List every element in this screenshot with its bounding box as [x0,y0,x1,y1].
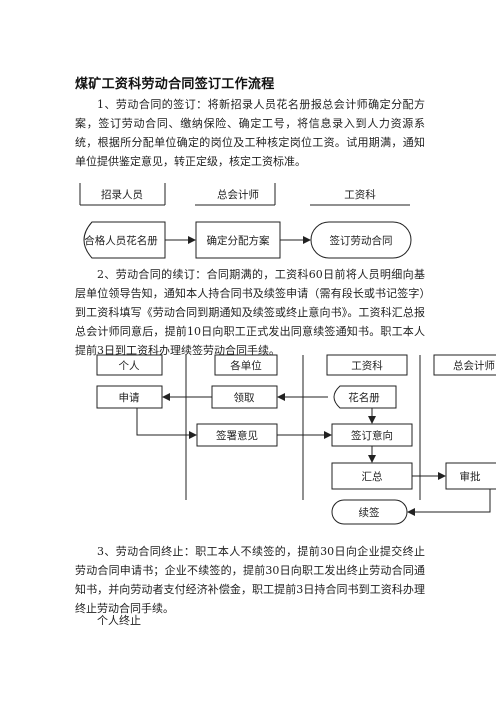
lane-label: 招录人员 [101,188,143,201]
lane-label: 总会计师 [453,359,495,372]
node-allocation-plan: 确定分配方案 [195,221,281,259]
lane-label: 个人 [119,360,140,372]
node-approve [445,462,496,490]
lane-header-payroll: 工资科 [310,188,410,206]
section-label: 个人终止 [97,614,141,627]
lane-header-chief-accountant: 总会计师 [195,183,276,206]
flowchart-renewal: 个人 各单位 工资科 总会计师 申请 领取 花名册 签署意见 签订意向 汇总 审… [96,354,496,525]
svg-text:花名册: 花名册 [348,391,380,404]
svg-text:汇总: 汇总 [362,470,383,483]
arrow [407,489,491,516]
svg-text:合格人员花名册: 合格人员花名册 [84,234,158,247]
lane-header-payroll [326,354,408,376]
paragraph-renewal: 2、劳动合同的续订：合同期满的，工资科60日前将人员明细向基层单位领导告知，通知… [75,268,425,357]
lane-header-units [214,354,278,376]
lane-header-individual [96,354,163,376]
document-title: 煤矿工资科劳动合同签订工作流程 [75,77,275,92]
svg-text:审批: 审批 [460,470,481,483]
lane-header-chief-accountant [433,354,496,376]
svg-text:续签: 续签 [359,506,380,519]
svg-text:签订劳动合同: 签订劳动合同 [330,234,393,247]
node-qualified-roster: 合格人员花名册 [83,221,166,259]
svg-text:领取: 领取 [234,391,255,404]
svg-text:申请: 申请 [119,391,140,404]
lane-label: 工资科 [344,188,376,201]
svg-text:签署意见: 签署意见 [216,429,258,442]
lane-header-recruits: 招录人员 [79,183,166,206]
svg-text:确定分配方案: 确定分配方案 [207,234,270,247]
arrow [136,408,197,439]
paragraph-termination: 3、劳动合同终止：职工本人不续签的，提前30日向企业提交终止劳动合同申请书；企业… [75,545,425,615]
lane-label: 各单位 [230,359,262,372]
svg-text:签订意向: 签订意向 [351,429,393,442]
lane-label: 总会计师 [217,188,259,201]
node-sign-contract: 签订劳动合同 [310,221,412,259]
node-roster [333,385,397,409]
paragraph-signing: 1、劳动合同的签订：将新招录人员花名册报总会计师确定分配方案，签订劳动合同、缴纳… [75,98,425,168]
lane-label: 工资科 [351,359,383,372]
